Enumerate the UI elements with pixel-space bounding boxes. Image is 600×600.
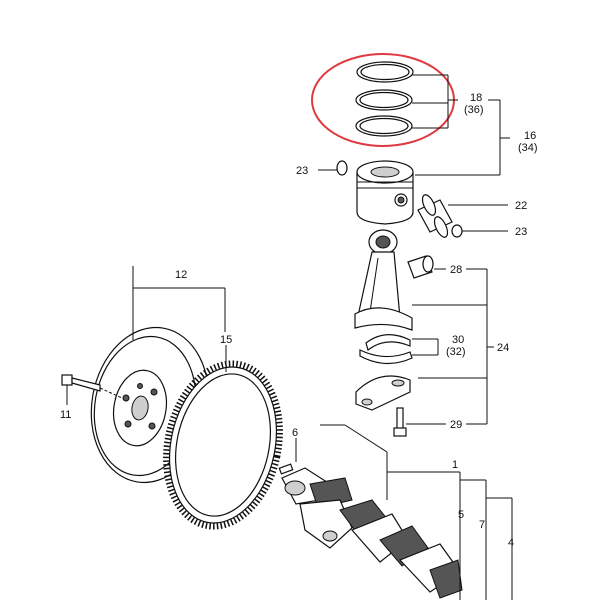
piston-pin <box>417 194 508 238</box>
callout-24: 24 <box>497 342 509 354</box>
callout-29: 29 <box>450 419 462 431</box>
callout-23-left: 23 <box>296 165 308 177</box>
small-end-bushing <box>407 255 446 279</box>
callout-22: 22 <box>515 200 527 212</box>
rod-bolt <box>393 407 446 437</box>
callout-18-alt: (36) <box>464 104 484 116</box>
crankshaft <box>281 467 463 599</box>
dowel-pin <box>278 438 297 475</box>
callout-5: 5 <box>458 509 464 521</box>
callout-15: 15 <box>220 334 232 346</box>
snap-ring-right <box>451 224 508 238</box>
callout-18: 18 <box>470 92 482 104</box>
callout-12: 12 <box>175 269 187 281</box>
ring-gear <box>163 360 283 530</box>
callout-16-alt: (34) <box>518 142 538 154</box>
callout-1: 1 <box>452 459 458 471</box>
callout-7: 7 <box>479 519 485 531</box>
snap-ring-left <box>318 160 348 176</box>
callout-23-right: 23 <box>515 226 527 238</box>
flywheel-bolt <box>61 374 123 405</box>
piston-rings <box>355 61 414 137</box>
connecting-rod <box>354 229 413 331</box>
rod-cap <box>355 375 411 411</box>
callout-28: 28 <box>450 264 462 276</box>
callout-30-alt: (32) <box>446 346 466 358</box>
callout-6: 6 <box>292 427 298 439</box>
piston <box>356 160 414 225</box>
bearing-shells <box>359 334 413 365</box>
callout-11: 11 <box>60 409 71 421</box>
callout-4: 4 <box>508 537 514 549</box>
callout-30: 30 <box>452 334 464 346</box>
callout-16: 16 <box>524 130 536 142</box>
